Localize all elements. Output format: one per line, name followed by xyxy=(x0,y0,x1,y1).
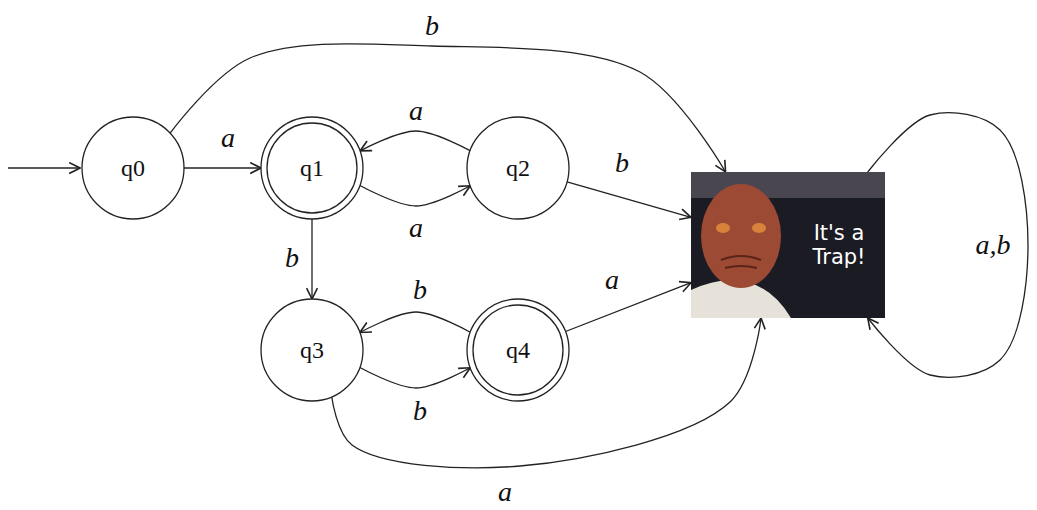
transition-symbol: b xyxy=(411,276,429,304)
state-ring xyxy=(261,299,363,401)
accept-ring xyxy=(267,123,357,213)
trap-state: It's a Trap! xyxy=(691,172,885,318)
transition-arrow xyxy=(360,312,470,332)
alien-eye xyxy=(752,223,766,233)
state-name: q1 xyxy=(300,155,324,181)
state-name: q0 xyxy=(121,155,145,181)
alien-mouth xyxy=(721,256,761,268)
transition-arrow xyxy=(868,113,1028,378)
transition-symbol: a xyxy=(407,214,425,242)
state-circle: q2 xyxy=(466,116,570,220)
transition-arrow xyxy=(311,219,312,299)
transition-arrow xyxy=(360,131,470,151)
transition-symbol: a xyxy=(603,266,621,294)
space-background xyxy=(691,172,885,318)
alien-head xyxy=(701,184,781,288)
transition-arrow xyxy=(184,167,261,168)
transition-symbol: b xyxy=(423,12,441,40)
accepting-state: q4 xyxy=(466,298,570,402)
transition-arrow xyxy=(360,368,470,388)
state-name: q2 xyxy=(506,155,530,181)
accept-ring xyxy=(473,305,563,395)
state-ring xyxy=(467,117,569,219)
start-arrow xyxy=(8,167,80,169)
state-ring xyxy=(82,117,184,219)
transition-symbol: b xyxy=(411,397,429,425)
transition-arrow xyxy=(566,283,691,332)
transition-symbol: a xyxy=(407,97,425,125)
state-name: q4 xyxy=(506,337,530,363)
state-ring xyxy=(467,299,569,401)
transition-symbol: a xyxy=(496,478,514,506)
transition-symbol: a,b xyxy=(974,231,1013,259)
accepting-state: q1 xyxy=(260,116,364,220)
alien-eye xyxy=(716,223,730,233)
trap-caption: It's a Trap! xyxy=(797,221,881,269)
transition-arrow xyxy=(360,186,470,206)
transition-arrow xyxy=(567,182,691,217)
transition-symbol: a xyxy=(219,124,237,152)
state-circle: q3 xyxy=(260,298,364,402)
transition-symbol: b xyxy=(283,244,301,272)
transition-symbol: b xyxy=(613,149,631,177)
transition-arrow xyxy=(170,44,725,172)
state-name: q3 xyxy=(300,337,324,363)
state-ring xyxy=(261,117,363,219)
state-circle: q0 xyxy=(81,116,185,220)
